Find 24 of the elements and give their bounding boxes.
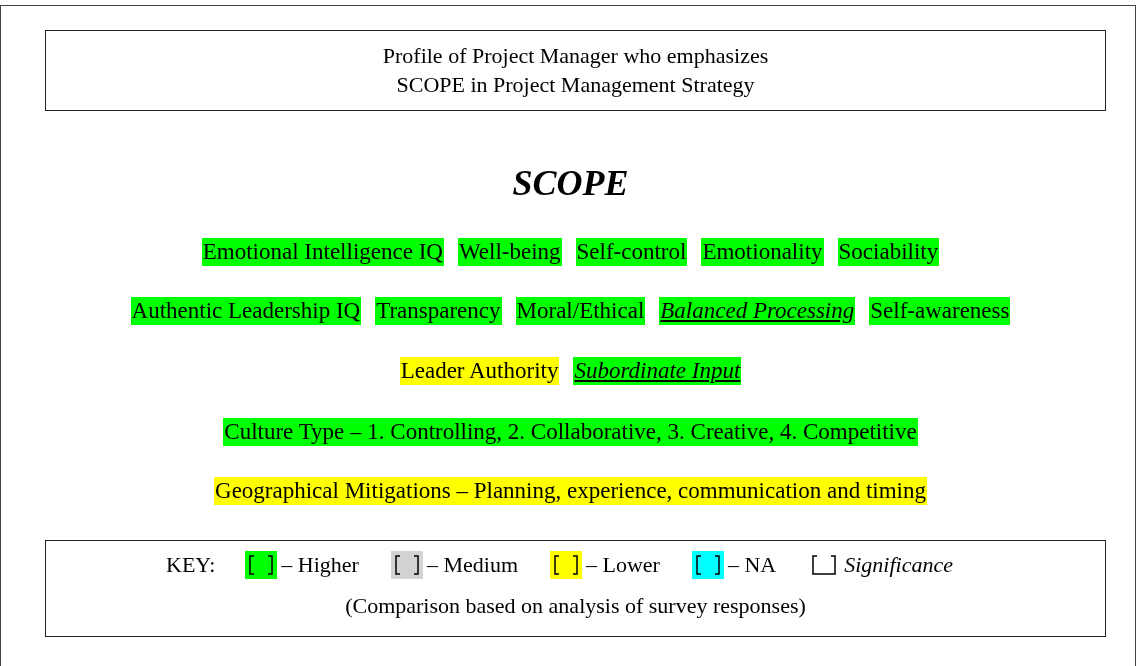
highlighted-term: Subordinate Input (573, 357, 742, 385)
highlighted-term: Emotional Intelligence IQ (201, 238, 444, 266)
highlighted-term: Well-being (457, 238, 562, 266)
highlighted-term: Self-awareness (869, 297, 1011, 325)
highlighted-term: Self-control (575, 238, 688, 266)
highlighted-term: Transparency (375, 297, 502, 325)
highlighted-term: Emotionality (701, 238, 824, 266)
highlighted-term: Culture Type – 1. Controlling, 2. Collaborative, 3. Creative, 4. Competitive (223, 418, 918, 446)
highlighted-term: Balanced Processing (659, 297, 856, 325)
legend-text: – Medium (426, 552, 518, 578)
highlighted-term: Moral/Ethical (515, 297, 646, 325)
note: (Comparison based on analysis of survey responses) (344, 593, 807, 619)
title-box: Profile of Project Manager who emphasizes SCOPE in Project Management Strategy (45, 30, 1106, 111)
legend-text: Significance (844, 552, 953, 578)
highlighted-term: Sociability (837, 238, 940, 266)
legend-text: – Lower (586, 552, 660, 578)
key-label: KEY: (166, 552, 216, 578)
key-box (45, 540, 1106, 637)
highlighted-term: Leader Authority (399, 357, 560, 385)
highlighted-term: Geographical Mitigations – Planning, experience, communication and timing (214, 477, 927, 505)
highlighted-term: Authentic Leadership IQ (130, 297, 362, 325)
legend-text: – NA (727, 552, 777, 578)
heading: SCOPE (511, 162, 630, 204)
legend-text: – Higher (281, 552, 359, 578)
